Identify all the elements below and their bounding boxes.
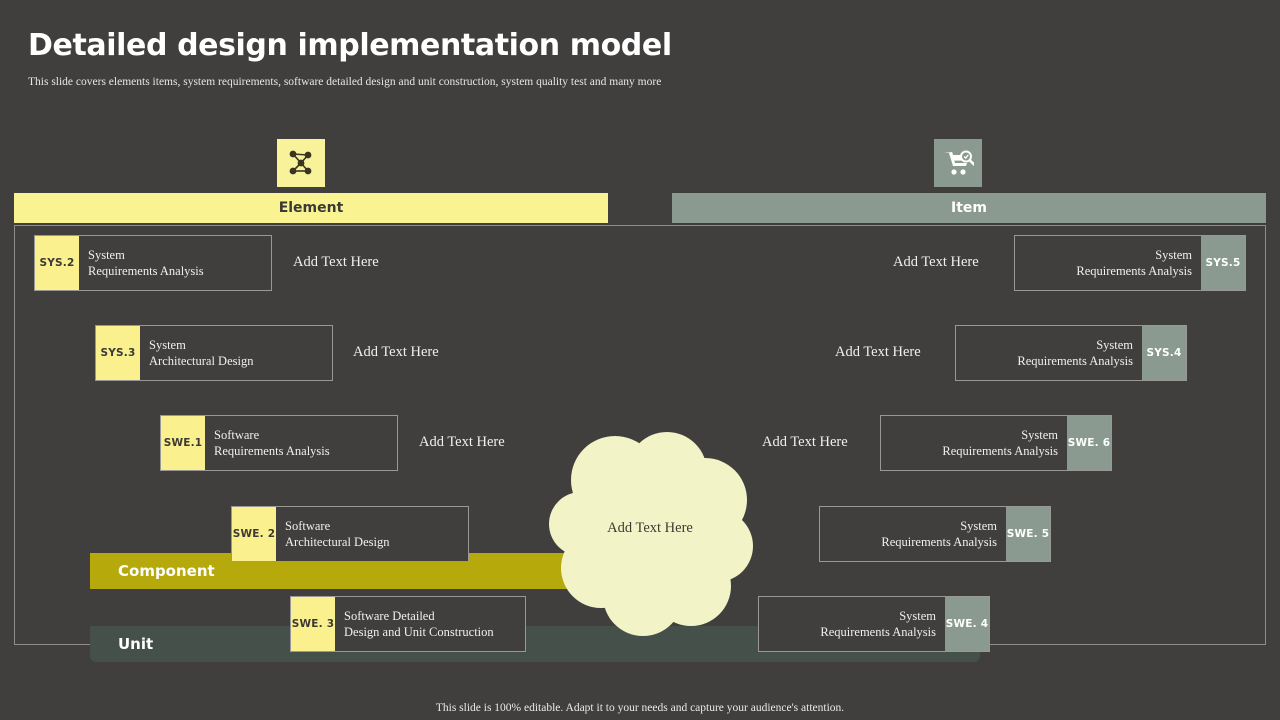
list-item[interactable]: System Requirements Analysis SWE. 5 <box>819 506 1051 562</box>
row-tag: SYS.2 <box>35 236 79 290</box>
list-item[interactable]: System Requirements Analysis SYS.4 <box>955 325 1187 381</box>
list-item[interactable]: System Requirements Analysis SWE. 4 <box>758 596 990 652</box>
category-bar-item[interactable]: Item <box>672 193 1266 223</box>
row-text: Software Detailed Design and Unit Constr… <box>335 597 525 651</box>
list-item[interactable]: SWE. 2 Software Architectural Design <box>231 506 469 562</box>
add-text-label[interactable]: Add Text Here <box>835 344 921 360</box>
add-text-label[interactable]: Add Text Here <box>419 434 505 450</box>
row-text: System Requirements Analysis <box>1015 236 1201 290</box>
list-item[interactable]: SYS.3 System Architectural Design <box>95 325 333 381</box>
add-text-label[interactable]: Add Text Here <box>762 434 848 450</box>
row-text: Software Requirements Analysis <box>205 416 397 470</box>
list-item[interactable]: SWE. 3 Software Detailed Design and Unit… <box>290 596 526 652</box>
row-line-1: System <box>1021 428 1058 442</box>
row-line-1: Software <box>285 519 331 533</box>
footer-note: This slide is 100% editable. Adapt it to… <box>435 702 845 714</box>
row-text: System Requirements Analysis <box>881 416 1067 470</box>
row-tag: SWE. 6 <box>1067 416 1111 470</box>
row-text: System Requirements Analysis <box>759 597 945 651</box>
row-tag: SWE. 4 <box>945 597 989 651</box>
page-subtitle: This slide covers elements items, system… <box>28 76 662 88</box>
row-line-2: Requirements Analysis <box>88 264 204 278</box>
row-line-2: Architectural Design <box>149 354 254 368</box>
row-text: System Architectural Design <box>140 326 332 380</box>
row-line-2: Requirements Analysis <box>1017 354 1133 368</box>
row-line-1: Software <box>214 428 260 442</box>
cloud-callout[interactable]: Add Text Here <box>545 428 755 638</box>
row-tag: SYS.5 <box>1201 236 1245 290</box>
row-line-1: Software Detailed <box>344 609 435 623</box>
row-line-2: Requirements Analysis <box>820 625 936 639</box>
row-line-2: Requirements Analysis <box>942 444 1058 458</box>
row-line-2: Architectural Design <box>285 535 390 549</box>
row-line-1: System <box>899 609 936 623</box>
page-title: Detailed design implementation model <box>28 28 672 63</box>
row-text: System Requirements Analysis <box>956 326 1142 380</box>
row-line-1: System <box>1155 248 1192 262</box>
list-item[interactable]: SYS.2 System Requirements Analysis <box>34 235 272 291</box>
network-nodes-icon <box>277 139 325 187</box>
row-line-1: System <box>149 338 186 352</box>
row-text: Software Architectural Design <box>276 507 468 561</box>
list-item[interactable]: System Requirements Analysis SYS.5 <box>1014 235 1246 291</box>
row-tag: SWE.1 <box>161 416 205 470</box>
list-item[interactable]: System Requirements Analysis SWE. 6 <box>880 415 1112 471</box>
row-text: System Requirements Analysis <box>79 236 271 290</box>
row-tag: SWE. 3 <box>291 597 335 651</box>
row-tag: SWE. 5 <box>1006 507 1050 561</box>
row-line-1: System <box>1096 338 1133 352</box>
row-tag: SWE. 2 <box>232 507 276 561</box>
row-line-2: Requirements Analysis <box>1076 264 1192 278</box>
cart-search-icon <box>934 139 982 187</box>
list-item[interactable]: SWE.1 Software Requirements Analysis <box>160 415 398 471</box>
add-text-label[interactable]: Add Text Here <box>293 254 379 270</box>
add-text-label[interactable]: Add Text Here <box>353 344 439 360</box>
row-line-2: Requirements Analysis <box>881 535 997 549</box>
row-tag: SYS.4 <box>1142 326 1186 380</box>
add-text-label[interactable]: Add Text Here <box>893 254 979 270</box>
row-line-2: Design and Unit Construction <box>344 625 494 639</box>
row-tag: SYS.3 <box>96 326 140 380</box>
cloud-label: Add Text Here <box>607 520 693 536</box>
row-line-1: System <box>88 248 125 262</box>
category-bar-element[interactable]: Element <box>14 193 608 223</box>
row-text: System Requirements Analysis <box>820 507 1006 561</box>
row-line-2: Requirements Analysis <box>214 444 330 458</box>
row-line-1: System <box>960 519 997 533</box>
